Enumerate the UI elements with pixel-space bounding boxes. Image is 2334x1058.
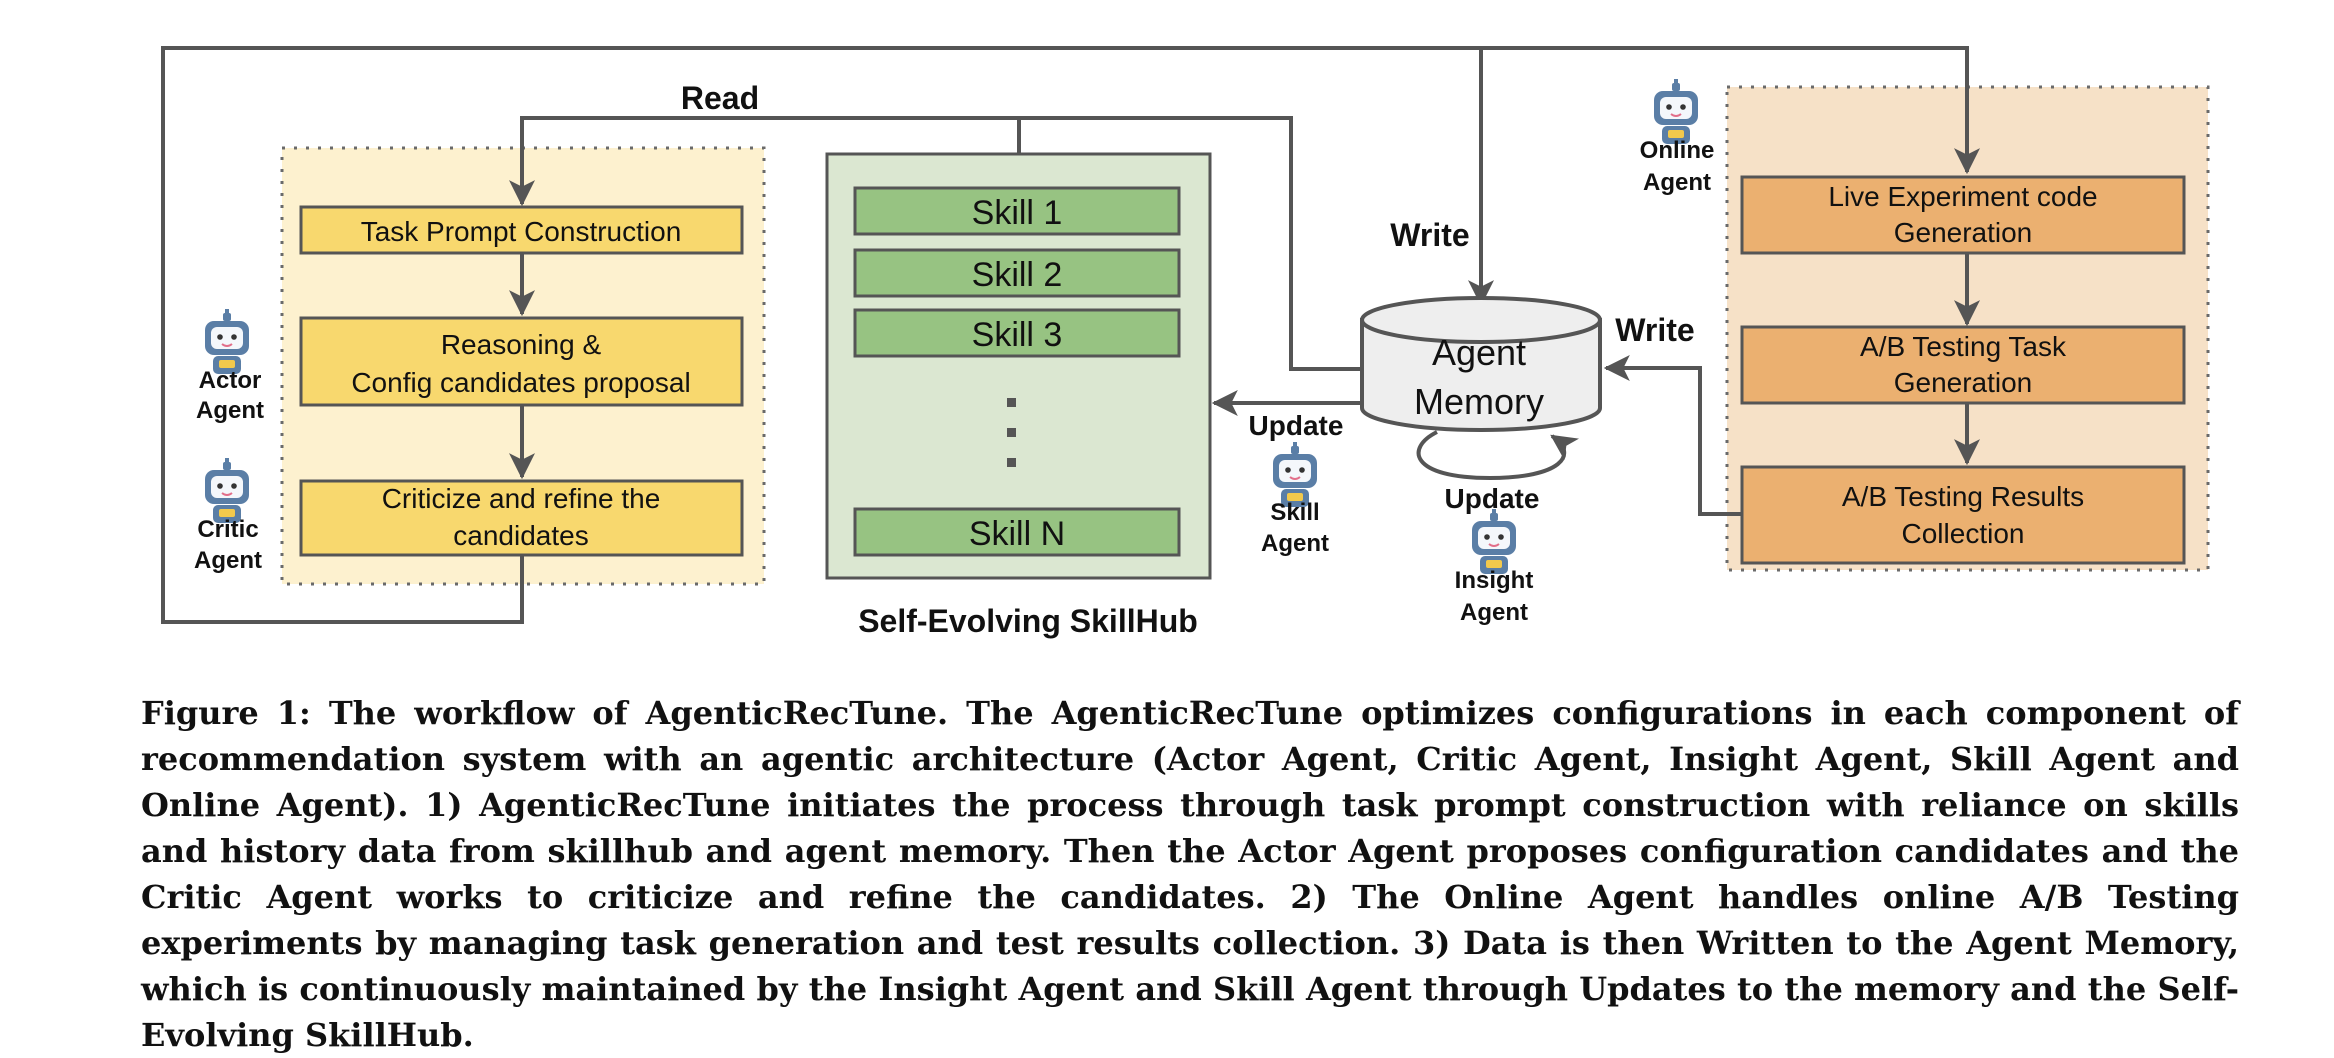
critic-agent-label-2: Agent <box>194 547 262 574</box>
ellipsis-dots <box>1007 398 1016 467</box>
skill-agent-icon <box>1272 441 1318 508</box>
reasoning-text-2: Config candidates proposal <box>351 367 690 398</box>
agent-memory-cylinder <box>1360 296 1602 432</box>
ab-task-text-1: A/B Testing Task <box>1860 331 2067 362</box>
skill-box-n <box>853 507 1181 557</box>
skill-box-3 <box>853 308 1181 358</box>
ab-task-box <box>1740 325 2186 405</box>
reasoning-box <box>299 316 744 407</box>
ab-results-box <box>1740 465 2186 565</box>
read-line <box>509 116 1365 371</box>
ab-task-text-2: Generation <box>1894 367 2033 398</box>
skill-agent-label-2: Agent <box>1261 530 1329 557</box>
read-label: Read <box>681 80 759 116</box>
reasoning-text-1: Reasoning & <box>441 329 602 360</box>
live-experiment-text-2: Generation <box>1894 217 2033 248</box>
criticize-box <box>299 479 744 557</box>
online-agent-label-2: Agent <box>1643 169 1711 196</box>
write-right-label: Write <box>1615 312 1694 348</box>
skill-n-text: Skill N <box>969 515 1065 553</box>
actor-agent-label-2: Agent <box>196 397 264 424</box>
criticize-text-1: Criticize and refine the <box>382 483 661 514</box>
ab-results-text-2: Collection <box>1902 518 2025 549</box>
skill-box-2 <box>853 248 1181 298</box>
update-memory-loop <box>1416 430 1580 481</box>
skill-agent-label-1: Skill <box>1270 499 1319 526</box>
live-experiment-text-1: Live Experiment code <box>1828 181 2097 212</box>
critic-agent-label-1: Critic <box>197 516 258 543</box>
memory-text-2: Memory <box>1414 381 1544 422</box>
critic-agent-icon <box>204 457 250 524</box>
online-agent-label-1: Online <box>1640 137 1715 164</box>
criticize-text-2: candidates <box>453 520 588 551</box>
actor-agent-label-1: Actor <box>199 367 262 394</box>
skill-2-text: Skill 2 <box>972 256 1063 294</box>
live-experiment-box <box>1740 175 2186 255</box>
skill-box-1 <box>853 186 1181 236</box>
skillhub-title: Self-Evolving SkillHub <box>858 603 1198 639</box>
task-prompt-box <box>299 205 744 255</box>
connector-lines <box>161 46 1980 624</box>
skill-3-text: Skill 3 <box>972 316 1063 354</box>
criticize-to-online-line <box>161 46 1980 624</box>
skill-1-text: Skill 1 <box>972 194 1063 232</box>
online-agent-icon <box>1653 78 1699 145</box>
write-right-arrow <box>1603 355 1742 516</box>
insight-agent-label-1: Insight <box>1455 567 1534 594</box>
insight-agent-label-2: Agent <box>1460 599 1528 626</box>
update-skillhub-label: Update <box>1249 410 1344 441</box>
actor-agent-icon <box>204 308 250 375</box>
ab-results-text-1: A/B Testing Results <box>1842 481 2084 512</box>
write-top-label: Write <box>1390 217 1469 253</box>
insight-agent-icon <box>1471 508 1517 575</box>
task-prompt-text: Task Prompt Construction <box>361 216 682 247</box>
figure-caption: Figure 1: The workflow of AgenticRecTune… <box>141 694 2239 1054</box>
memory-text-1: Agent <box>1432 332 1526 373</box>
update-memory-label: Update <box>1445 483 1540 514</box>
